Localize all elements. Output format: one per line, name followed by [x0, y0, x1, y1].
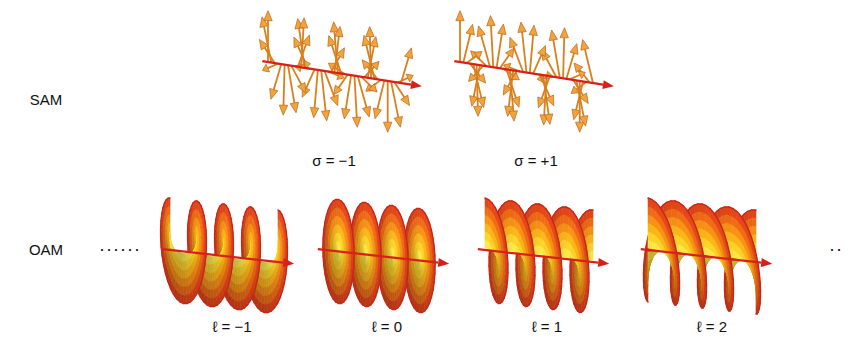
- figure-stage: SAMOAMσ = −1σ = +1······ℓ = −1ℓ = 0ℓ = 1…: [0, 0, 856, 340]
